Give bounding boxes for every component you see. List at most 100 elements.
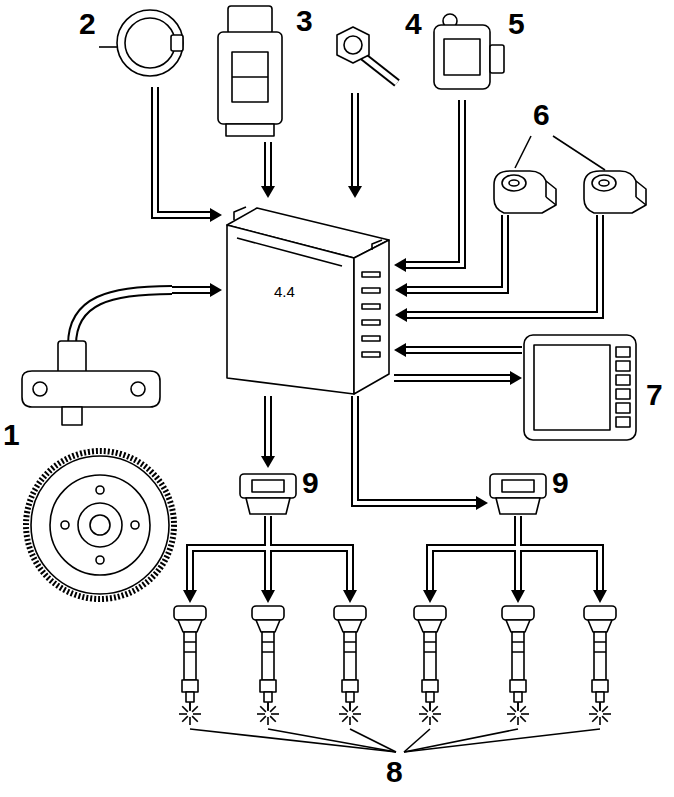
crankshaft-sensor: 1 [0,275,172,605]
part-shape [232,52,268,102]
line-art [553,136,605,170]
label-holder: 8 [386,757,403,787]
line-art [349,703,351,711]
line-art [72,290,172,345]
arrow-head [210,208,222,222]
pressure-sensor: 2 [75,5,190,87]
pipe-inside [353,93,357,188]
callout-number: 5 [508,9,525,39]
part-shape [354,240,389,394]
line-art [592,706,598,712]
line-art [588,620,612,632]
ignition-module: 9 [238,468,326,516]
line-art [603,713,611,715]
line-art [546,181,556,205]
part-shape [226,124,274,136]
part-shape [596,692,604,702]
part-shape [422,680,438,692]
line-art [232,76,268,78]
line-art [592,716,598,722]
arrow-head [510,371,522,385]
part-shape [616,417,630,427]
part-shape [362,272,380,277]
pipe-inside [266,396,270,458]
line-art [512,642,524,652]
pipe-inside [355,396,478,503]
line-art [404,729,600,752]
part-shape [362,304,380,309]
part-ellipse [592,175,616,191]
line-art [432,716,438,722]
knock-sensor [584,171,646,213]
pipe-inside [266,142,270,188]
line-art [599,702,601,710]
part-circle [31,456,169,594]
part-shape [174,606,206,620]
part-shape [616,375,630,385]
part-circle [117,10,183,76]
callout-number: 4 [405,9,422,39]
ignition-coil [334,606,366,725]
line-art [520,706,526,712]
part-shape [444,39,480,75]
part-shape [616,361,630,371]
pipe-inside [404,348,522,352]
line-art [516,548,520,592]
control-unit-drawing [222,198,394,396]
line-art [338,620,362,632]
line-art [430,548,600,592]
part-shape [424,632,436,680]
pipe-inside [172,288,212,292]
part-shape [346,692,354,702]
ignition-coil [252,606,284,725]
part-circle [61,521,69,529]
control-module: 7 [522,325,668,445]
signal-arrow [261,142,275,198]
crankshaft-sensor-drawing [0,275,172,605]
ignition-coil [414,606,446,725]
part-circle [90,515,110,535]
line-art [267,703,269,711]
part-shape [337,27,369,63]
part-shape [514,692,522,702]
line-art [190,548,350,592]
line-art [189,703,191,711]
part-shape [261,590,275,603]
line-art [424,642,436,652]
pipe-outline [264,142,272,188]
line-art [342,716,348,722]
line-art [349,702,351,710]
line-art [419,713,427,715]
line-art [260,706,266,712]
line-art [506,620,530,632]
part-shape [183,590,197,603]
line-art [418,620,442,632]
part-shape [490,45,504,73]
part-shape [344,632,356,680]
line-art [636,181,646,205]
line-art [517,703,519,711]
part-shape [343,590,357,603]
pipe-outline [155,87,212,215]
line-art [432,706,438,712]
line-art [190,729,396,752]
leader-lines [515,136,605,170]
part-shape [252,480,284,492]
line-art [406,215,505,290]
line-art [352,706,358,712]
line-art [234,207,382,266]
line-art [189,702,191,710]
part-shape [182,680,198,692]
part-shape [594,632,606,680]
part-shape [584,606,616,620]
ignition-coil [502,606,534,725]
line-art [429,717,431,725]
pipe-inside [394,376,512,380]
line-art [594,642,606,652]
part-shape [262,632,274,680]
ignition-coil [174,606,206,725]
callout-number: 8 [386,757,403,787]
signal-arrow [394,371,522,385]
line-art [264,548,272,592]
